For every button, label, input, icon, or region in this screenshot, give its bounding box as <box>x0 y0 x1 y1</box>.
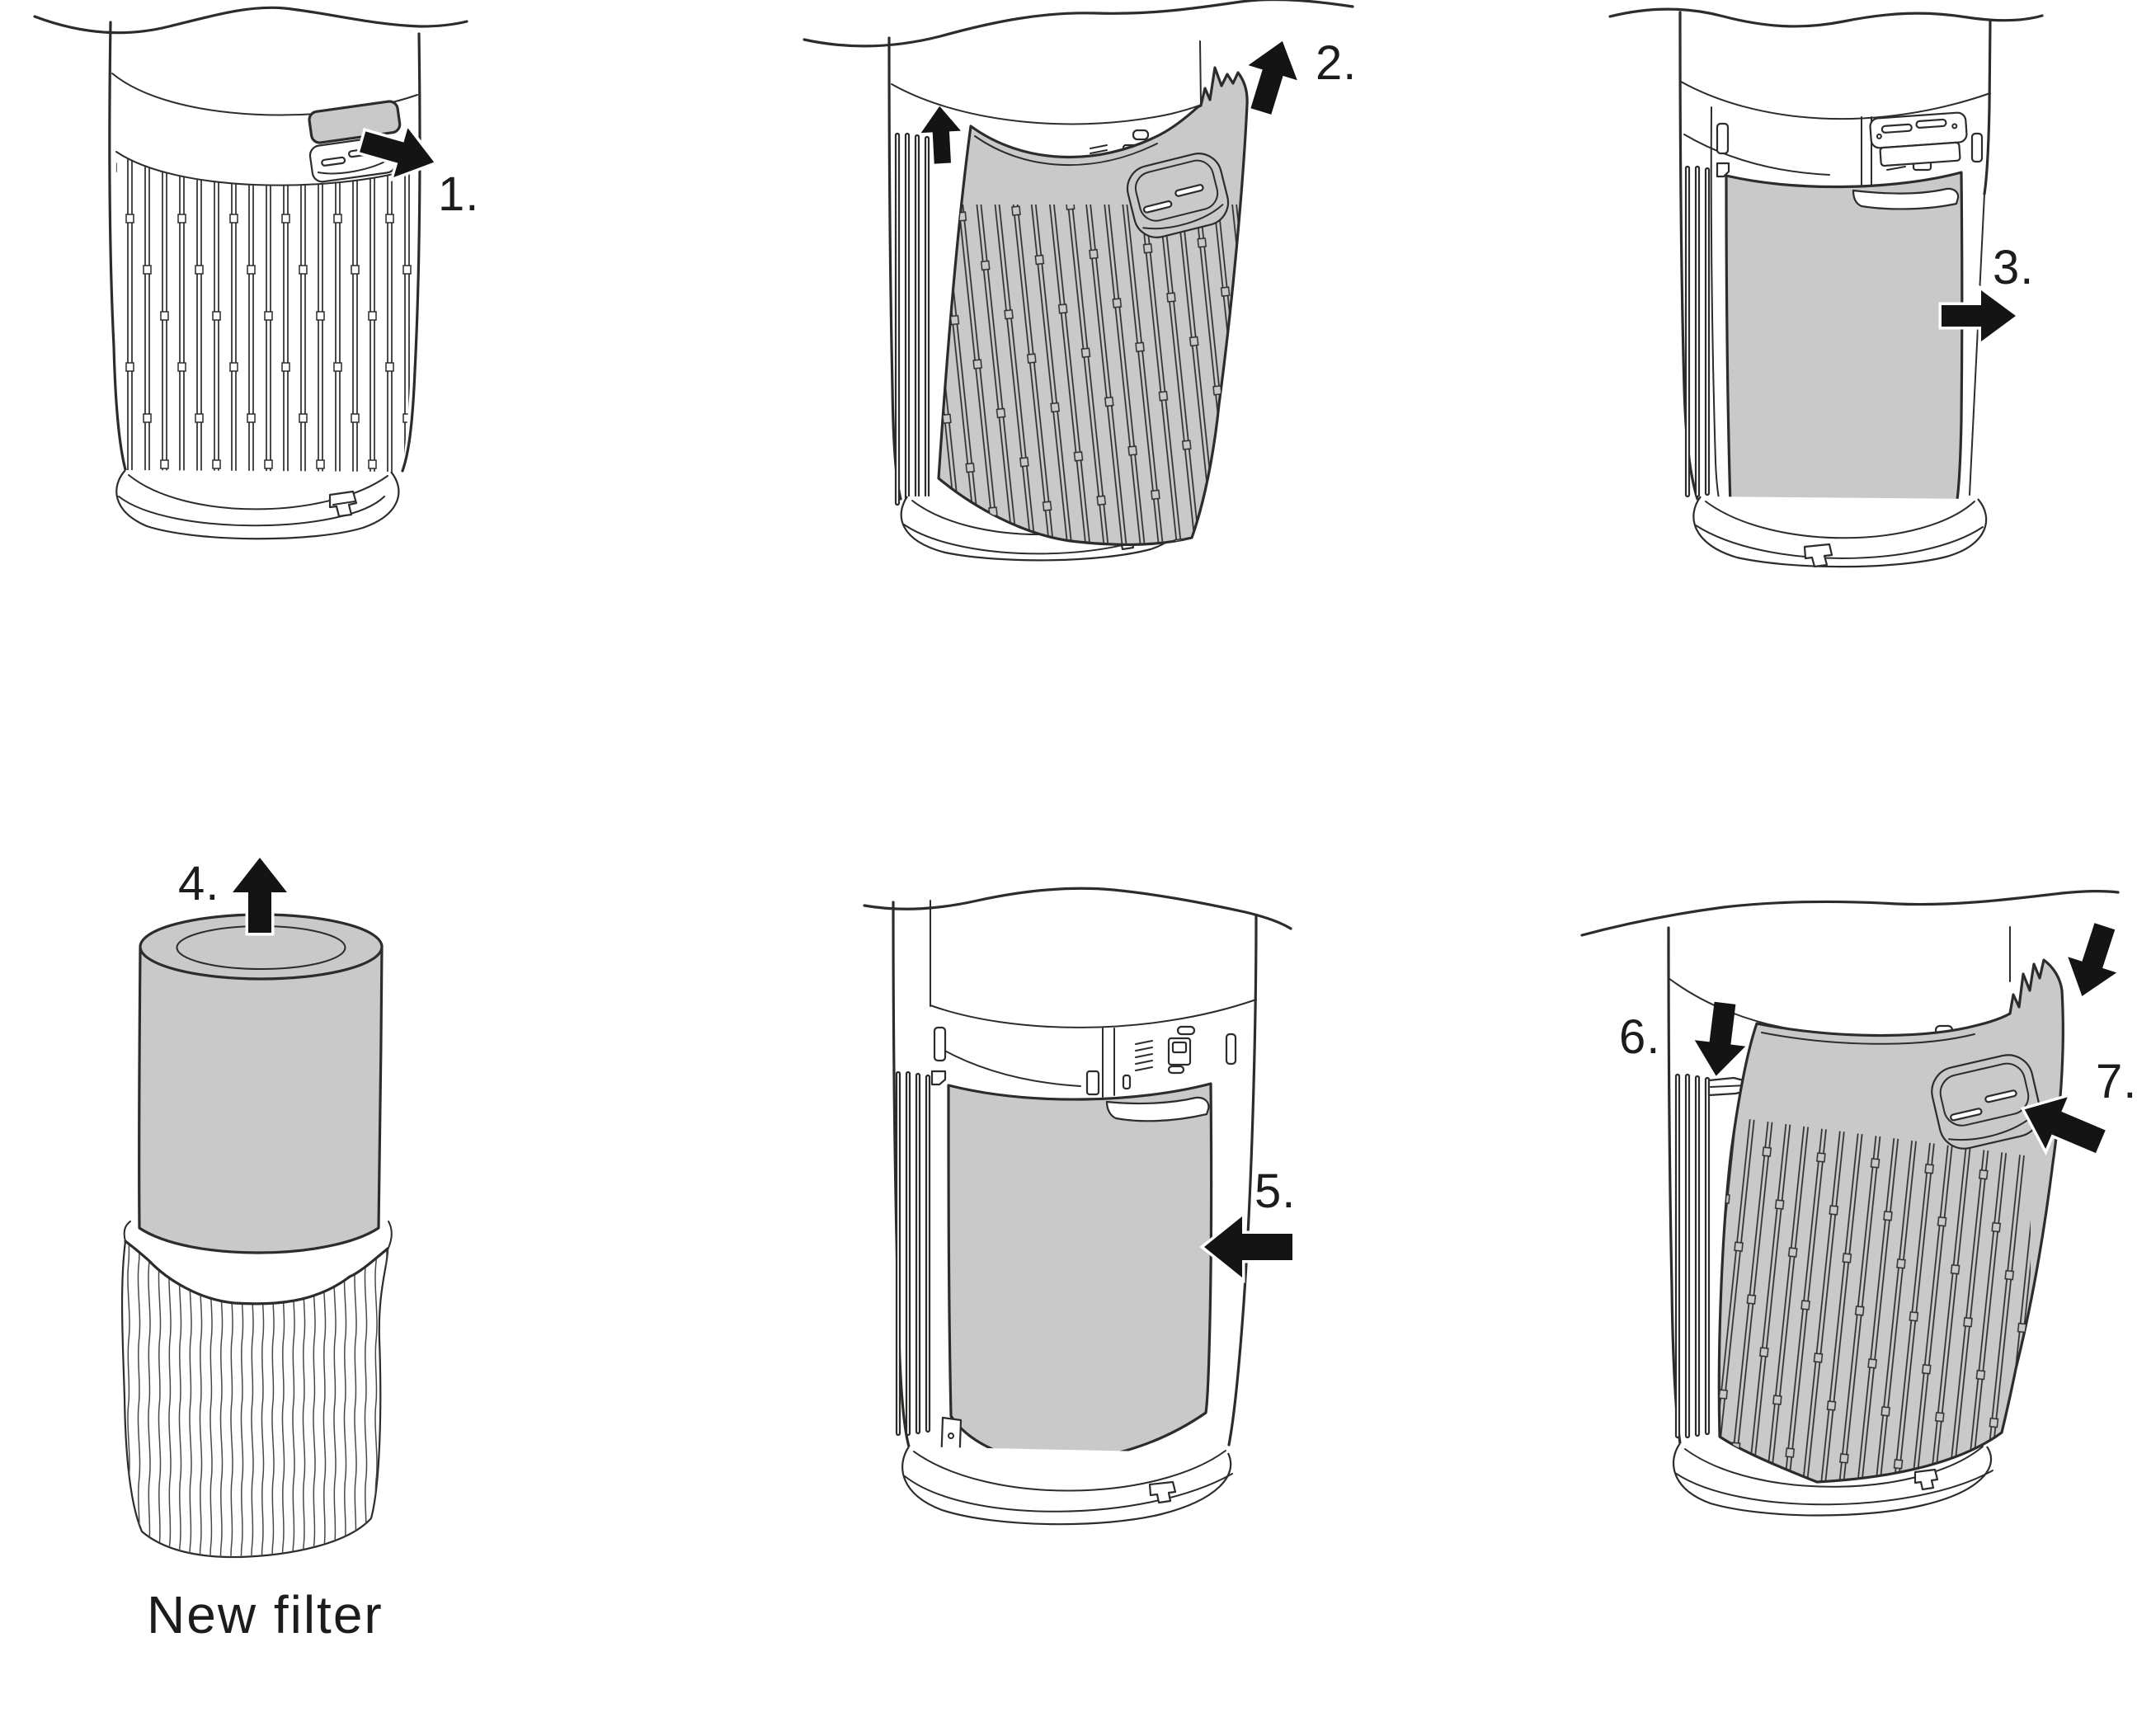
body-cut-wave <box>33 6 468 35</box>
step-5-arrow-left-icon <box>1199 1210 1296 1284</box>
plastic-bag <box>120 1221 393 1559</box>
body-cut-wave <box>803 0 1354 48</box>
housing-bottom-rim <box>1680 81 1991 120</box>
latch-mechanism <box>930 1025 1237 1098</box>
panel-step-4 <box>82 841 429 1567</box>
panel-step-1 <box>25 0 495 544</box>
cover-handle[interactable] <box>1123 148 1233 242</box>
filter-cartridge[interactable] <box>947 1082 1213 1463</box>
panel-2-illustration <box>803 0 1354 562</box>
base-clip <box>1148 1480 1177 1504</box>
body-cut-wave <box>1608 7 2044 28</box>
base <box>901 1446 1233 1526</box>
panel-6-illustration <box>1580 890 2120 1517</box>
step-1-label: 1. <box>438 167 480 221</box>
new-filter-caption: New filter <box>147 1585 384 1644</box>
new-filter-cartridge[interactable] <box>137 913 384 1254</box>
step-7-label: 7. <box>2096 1055 2137 1108</box>
panel-5-illustration <box>863 887 1296 1526</box>
panel-step-6 <box>1567 887 2137 1522</box>
step-3-label: 3. <box>1993 241 2035 294</box>
step-2-arrow-up-icon <box>920 106 961 164</box>
step-3-arrow-right-icon <box>1938 285 2021 347</box>
step-7-arrow-left-icon <box>2020 1092 2110 1157</box>
latch-plate <box>1869 111 1968 167</box>
bag-wrinkles <box>122 1241 388 1558</box>
base <box>115 469 400 540</box>
purifier-body <box>892 900 1258 1448</box>
base <box>1692 496 1988 568</box>
filter-cartridge[interactable] <box>1725 171 1964 529</box>
base-clip <box>1803 543 1833 568</box>
housing-bottom-rim <box>930 999 1257 1028</box>
step-6-label: 6. <box>1619 1010 1661 1064</box>
panel-1-illustration <box>33 6 468 540</box>
panel-4-illustration <box>120 853 393 1559</box>
step-6-arrow-down-icon-2 <box>2068 923 2117 996</box>
grille <box>115 151 415 501</box>
step-2-label: 2. <box>1316 36 1358 90</box>
step-1-arrow-right-icon <box>355 121 439 182</box>
body-cut-wave <box>863 887 1292 930</box>
front-cover[interactable] <box>1717 958 2064 1489</box>
cover-slots <box>1719 1115 2031 1482</box>
cover-slots <box>939 205 1248 545</box>
step-4-label: 4. <box>178 857 220 910</box>
housing-bottom-rim <box>891 83 1202 125</box>
spring <box>1135 1040 1153 1071</box>
step-4-arrow-up-icon <box>226 853 294 936</box>
step-2-arrow-up-icon-2 <box>1248 40 1297 115</box>
panel-step-3 <box>1592 0 2045 610</box>
purifier-body <box>1678 11 1992 504</box>
front-cover[interactable] <box>932 66 1255 551</box>
purifier-body <box>887 36 1202 506</box>
latch-mechanism <box>1716 111 1984 189</box>
body-cut-wave <box>1580 890 2120 937</box>
step-6-arrow-down-icon <box>1694 1001 1746 1076</box>
latch-tongue <box>1105 1096 1210 1122</box>
panel-step-2 <box>792 0 1377 586</box>
latch-tongue <box>1852 187 1960 210</box>
base-clip <box>1913 1468 1939 1491</box>
panel-3-illustration <box>1608 7 2044 568</box>
step-5-label: 5. <box>1254 1164 1297 1218</box>
panel-step-5 <box>858 882 1320 1550</box>
